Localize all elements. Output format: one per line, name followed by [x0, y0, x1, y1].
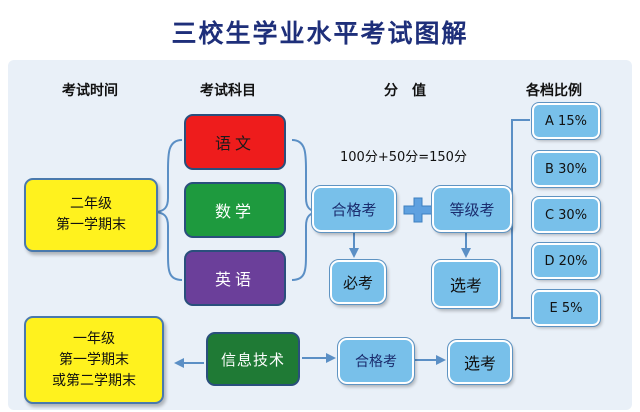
left-brace	[155, 139, 183, 281]
grade-exam-box: 等级考	[431, 185, 513, 233]
plus-icon	[403, 197, 433, 223]
subject-chinese: 语文	[184, 114, 286, 170]
time-box-grade1: 一年级 第一学期末 或第二学期末	[24, 316, 164, 404]
page-title: 三校生学业水平考试图解	[171, 19, 469, 48]
it-elective-exam-box: 选考	[447, 339, 513, 385]
header-exam-time: 考试时间	[62, 83, 118, 99]
header-score: 分 值	[384, 83, 426, 99]
level-e: E 5%	[531, 289, 601, 327]
pass-exam-box: 合格考	[311, 185, 397, 233]
level-b: B 30%	[531, 150, 601, 188]
required-exam-box: 必考	[329, 259, 387, 305]
level-c: C 30%	[531, 196, 601, 234]
elective-exam-box: 选考	[431, 259, 501, 309]
time-box-grade2: 二年级 第一学期末	[24, 178, 158, 252]
level-d: D 20%	[531, 242, 601, 280]
level-a: A 15%	[531, 102, 601, 140]
it-pass-exam-box: 合格考	[337, 337, 415, 385]
header-exam-subject: 考试科目	[200, 83, 256, 99]
subject-english: 英语	[184, 250, 286, 306]
score-formula: 100分+50分=150分	[340, 150, 467, 165]
header-level-ratio: 各档比例	[526, 83, 582, 99]
subject-math: 数学	[184, 182, 286, 238]
subject-it: 信息技术	[206, 332, 300, 386]
